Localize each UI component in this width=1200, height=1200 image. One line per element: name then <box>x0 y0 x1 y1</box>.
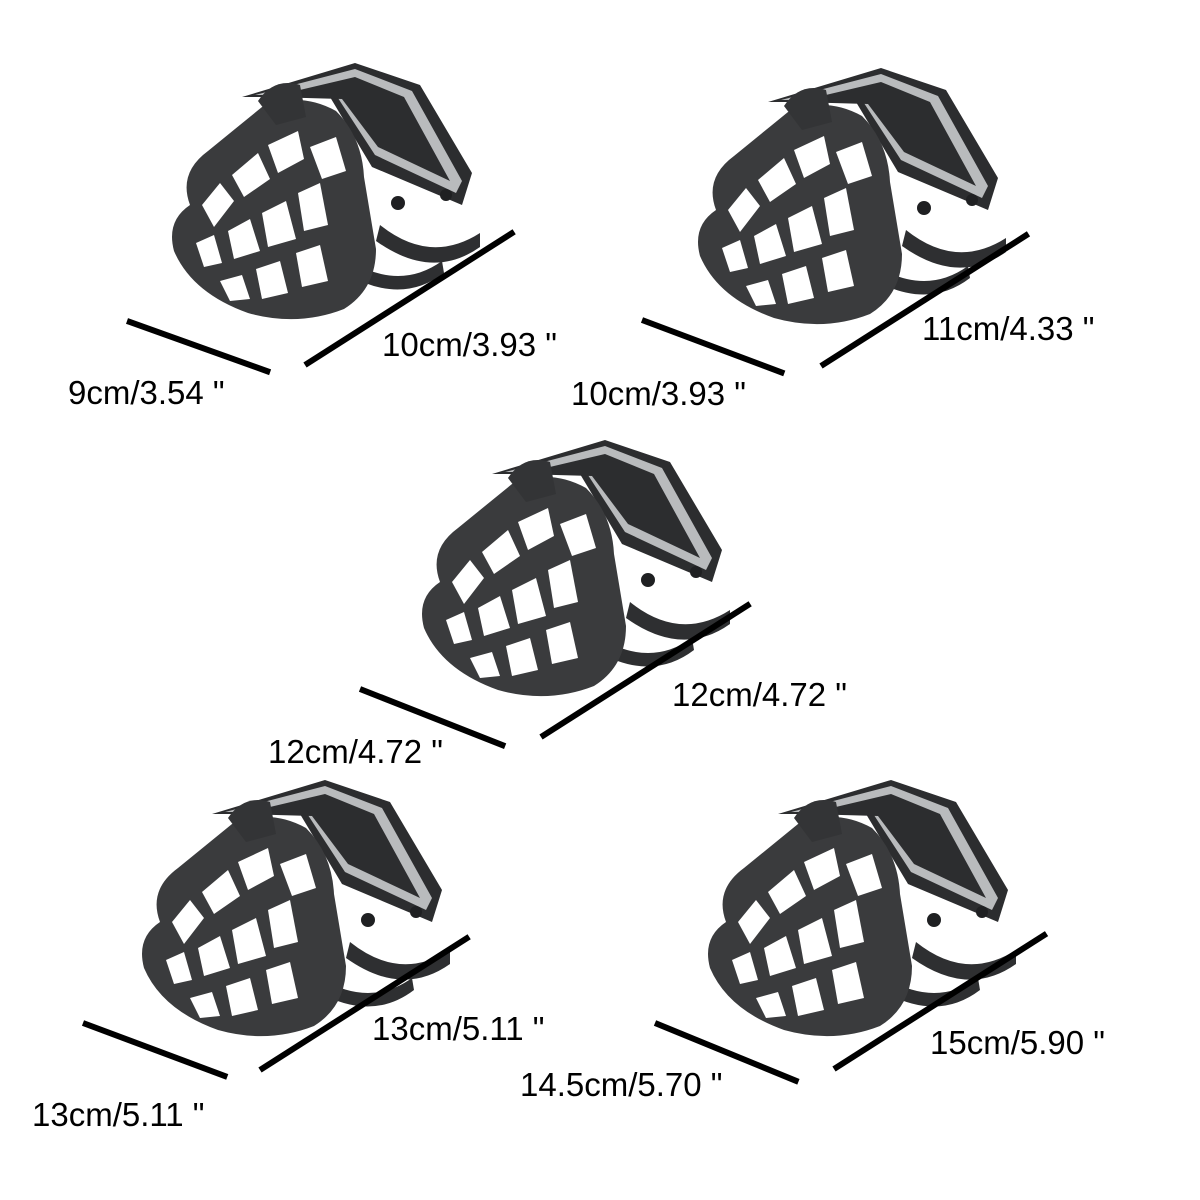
muzzle-size-2: 11cm/4.33 " 10cm/3.93 " <box>0 0 1095 410</box>
muzzle-image <box>708 780 1016 1037</box>
width-label: 14.5cm/5.70 " <box>520 1066 723 1103</box>
width-label: 10cm/3.93 " <box>571 375 746 412</box>
muzzle-size-3: 12cm/4.72 " 12cm/4.72 " <box>0 0 847 768</box>
length-label: 13cm/5.11 " <box>372 1010 545 1047</box>
length-label: 10cm/3.93 " <box>382 326 557 363</box>
muzzle-size-4: 13cm/5.11 " 13cm/5.11 " <box>0 0 545 1131</box>
width-label: 13cm/5.11 " <box>32 1096 205 1133</box>
muzzle-image <box>422 440 730 697</box>
width-label: 12cm/4.72 " <box>268 733 443 770</box>
width-label: 9cm/3.54 " <box>68 374 225 411</box>
length-label: 15cm/5.90 " <box>930 1024 1105 1061</box>
muzzle-image <box>172 63 480 320</box>
length-label: 12cm/4.72 " <box>672 676 847 713</box>
muzzle-size-5: 15cm/5.90 " 14.5cm/5.70 " <box>0 0 1105 1101</box>
muzzle-size-1: 10cm/3.93 " 9cm/3.54 " <box>0 0 557 409</box>
length-label: 11cm/4.33 " <box>922 310 1095 347</box>
muzzle-image <box>698 68 1006 325</box>
